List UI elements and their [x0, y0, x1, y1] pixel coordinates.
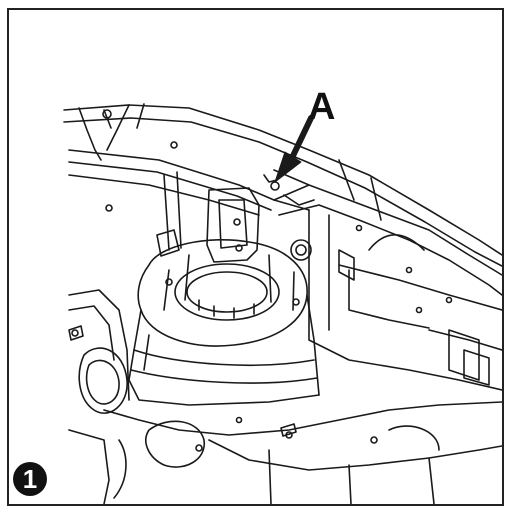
callout-label-a: A — [308, 86, 336, 128]
wheelhouse — [68, 289, 502, 504]
diagram-frame: A 1 — [7, 8, 504, 506]
step-number-badge: 1 — [13, 462, 47, 496]
strut-tower — [128, 239, 320, 406]
side-panel — [273, 184, 502, 391]
bracket-details — [105, 159, 382, 263]
callout-arrow — [270, 115, 314, 191]
car-body-line-drawing — [63, 103, 502, 504]
upper-rail — [63, 103, 502, 267]
